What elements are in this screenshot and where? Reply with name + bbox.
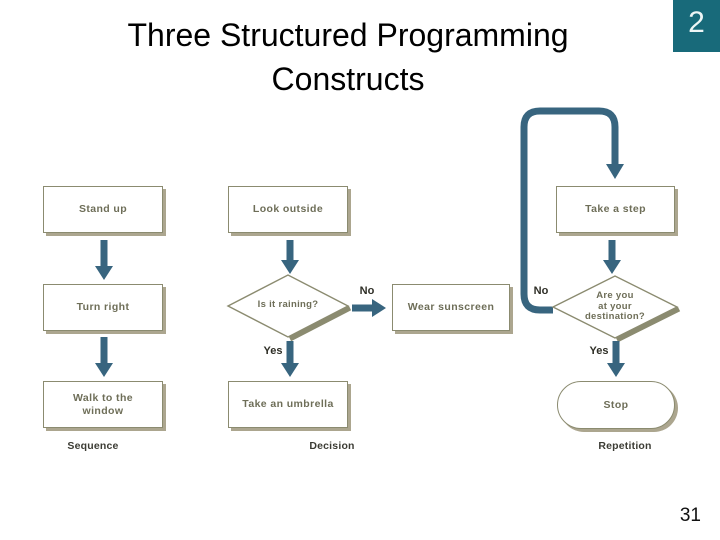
repetition-yes-label: Yes (589, 345, 609, 357)
flow-step-walk-to-window: Walk to the window (43, 381, 163, 428)
flow-step-take-umbrella: Take an umbrella (228, 381, 348, 428)
construct-label-decision: Decision (309, 440, 355, 452)
decision-no-label: No (359, 285, 375, 297)
page-number: 31 (679, 505, 701, 526)
loop-arrowhead-icon (606, 164, 624, 179)
title-line-1: Three Structured Programming (127, 17, 569, 53)
flow-step-take-a-step: Take a step (556, 186, 675, 233)
repetition-condition-text: Are you at your destination? (584, 290, 646, 322)
page-title: Three Structured Programming Constructs (0, 13, 696, 101)
flow-terminator-stop: Stop (557, 381, 675, 429)
flow-step-look-outside: Look outside (228, 186, 348, 233)
construct-label-sequence: Sequence (67, 440, 119, 452)
flow-step-wear-sunscreen: Wear sunscreen (392, 284, 510, 331)
construct-label-repetition: Repetition (598, 440, 652, 452)
repetition-no-label: No (533, 285, 549, 297)
decision-condition-text: Is it raining? (257, 299, 319, 310)
flow-step-turn-right: Turn right (43, 284, 163, 331)
decision-diamond-shadow (288, 305, 352, 342)
title-line-2: Constructs (271, 61, 425, 97)
flow-step-stand-up: Stand up (43, 186, 163, 233)
slide-number-badge: 2 (673, 0, 720, 52)
decision-yes-label: Yes (263, 345, 283, 357)
flow-arrows (95, 240, 625, 377)
